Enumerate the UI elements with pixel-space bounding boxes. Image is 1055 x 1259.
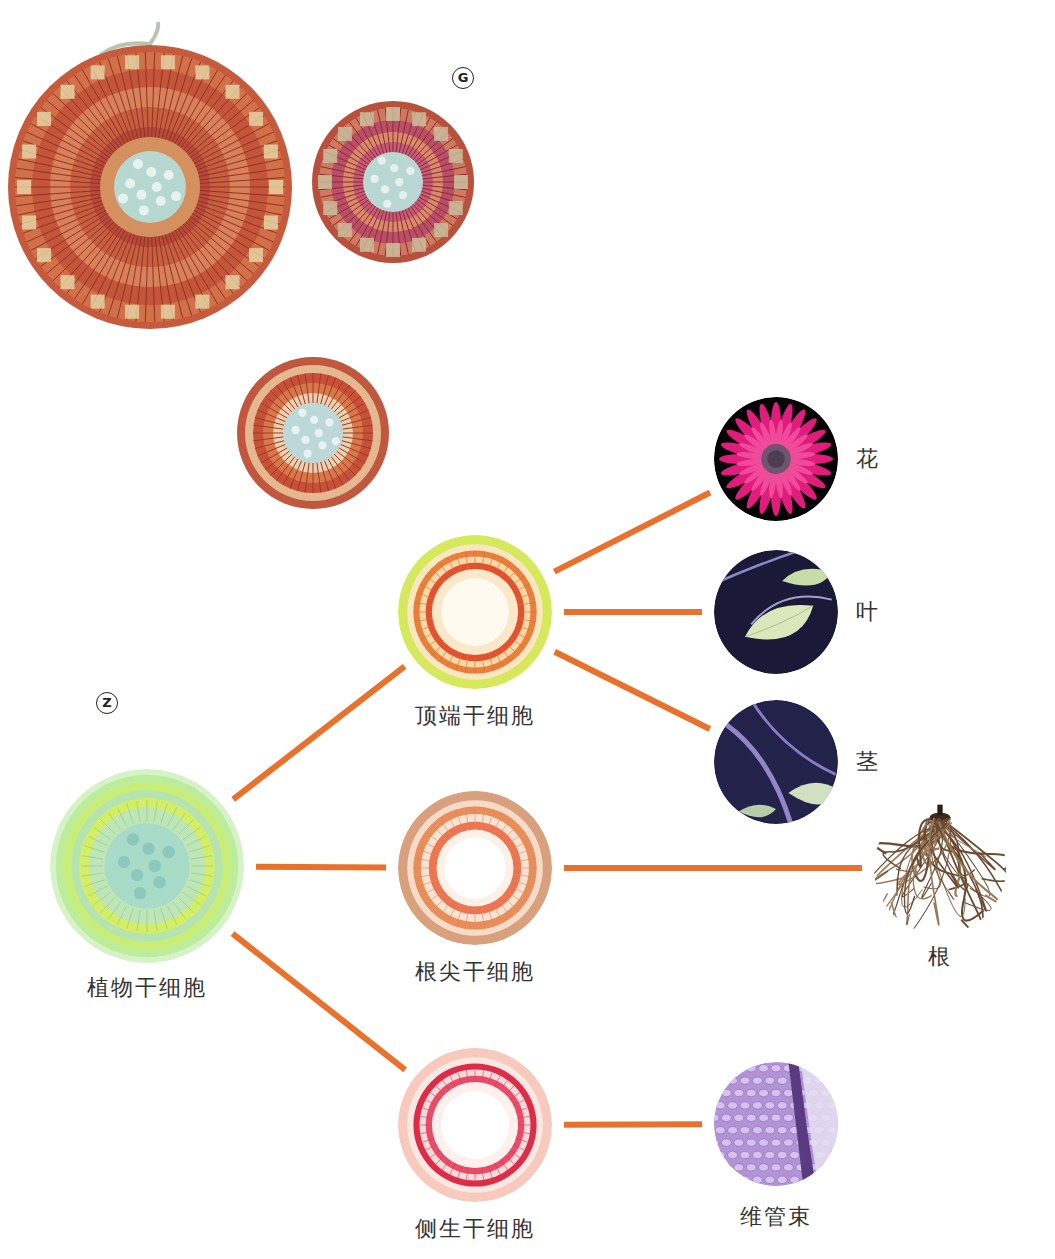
organ-photo: 茎 (714, 700, 838, 824)
circle-picture (398, 791, 552, 945)
medium-section (312, 101, 474, 263)
circle-picture (714, 1062, 838, 1186)
organ-photo: 花 (714, 397, 838, 521)
branch-line (233, 666, 404, 799)
organ-photo: 维管束 (714, 1062, 838, 1186)
organ-photo: 叶 (714, 550, 838, 674)
branch-line (555, 652, 710, 729)
stem-cell-circle: 顶端干细胞 (398, 535, 552, 689)
node-label: 顶端干细胞 (415, 703, 535, 729)
large-section (8, 45, 292, 329)
circle-picture (398, 1048, 552, 1202)
node-label: 根 (928, 944, 952, 970)
node-label: 侧生干细胞 (415, 1216, 535, 1242)
node-label: 叶 (856, 599, 880, 625)
circle-picture (50, 769, 244, 963)
callout-letter: G (452, 67, 474, 89)
callout-letter: Z (96, 692, 118, 714)
circle-picture (714, 550, 838, 674)
stem-cell-circle: 植物干细胞 (50, 769, 244, 963)
node-label: 维管束 (740, 1204, 812, 1230)
stem-cell-circle: 侧生干细胞 (398, 1048, 552, 1202)
circle-picture (714, 397, 838, 521)
branch-line (233, 934, 406, 1070)
circle-picture (398, 535, 552, 689)
stem-cell-circle: 根尖干细胞 (398, 791, 552, 945)
branch-line (554, 493, 710, 572)
branch-line (564, 612, 702, 613)
circle-picture (874, 802, 1006, 934)
node-label: 茎 (856, 749, 880, 775)
node-label: 植物干细胞 (87, 975, 207, 1001)
circle-picture (714, 700, 838, 824)
node-label: 根尖干细胞 (415, 959, 535, 985)
organ-photo: 根 (874, 802, 1006, 934)
branch-line (564, 1124, 702, 1125)
branch-line (564, 868, 862, 869)
node-label: 花 (856, 446, 880, 472)
branch-line (256, 866, 386, 868)
small-section (237, 357, 389, 509)
